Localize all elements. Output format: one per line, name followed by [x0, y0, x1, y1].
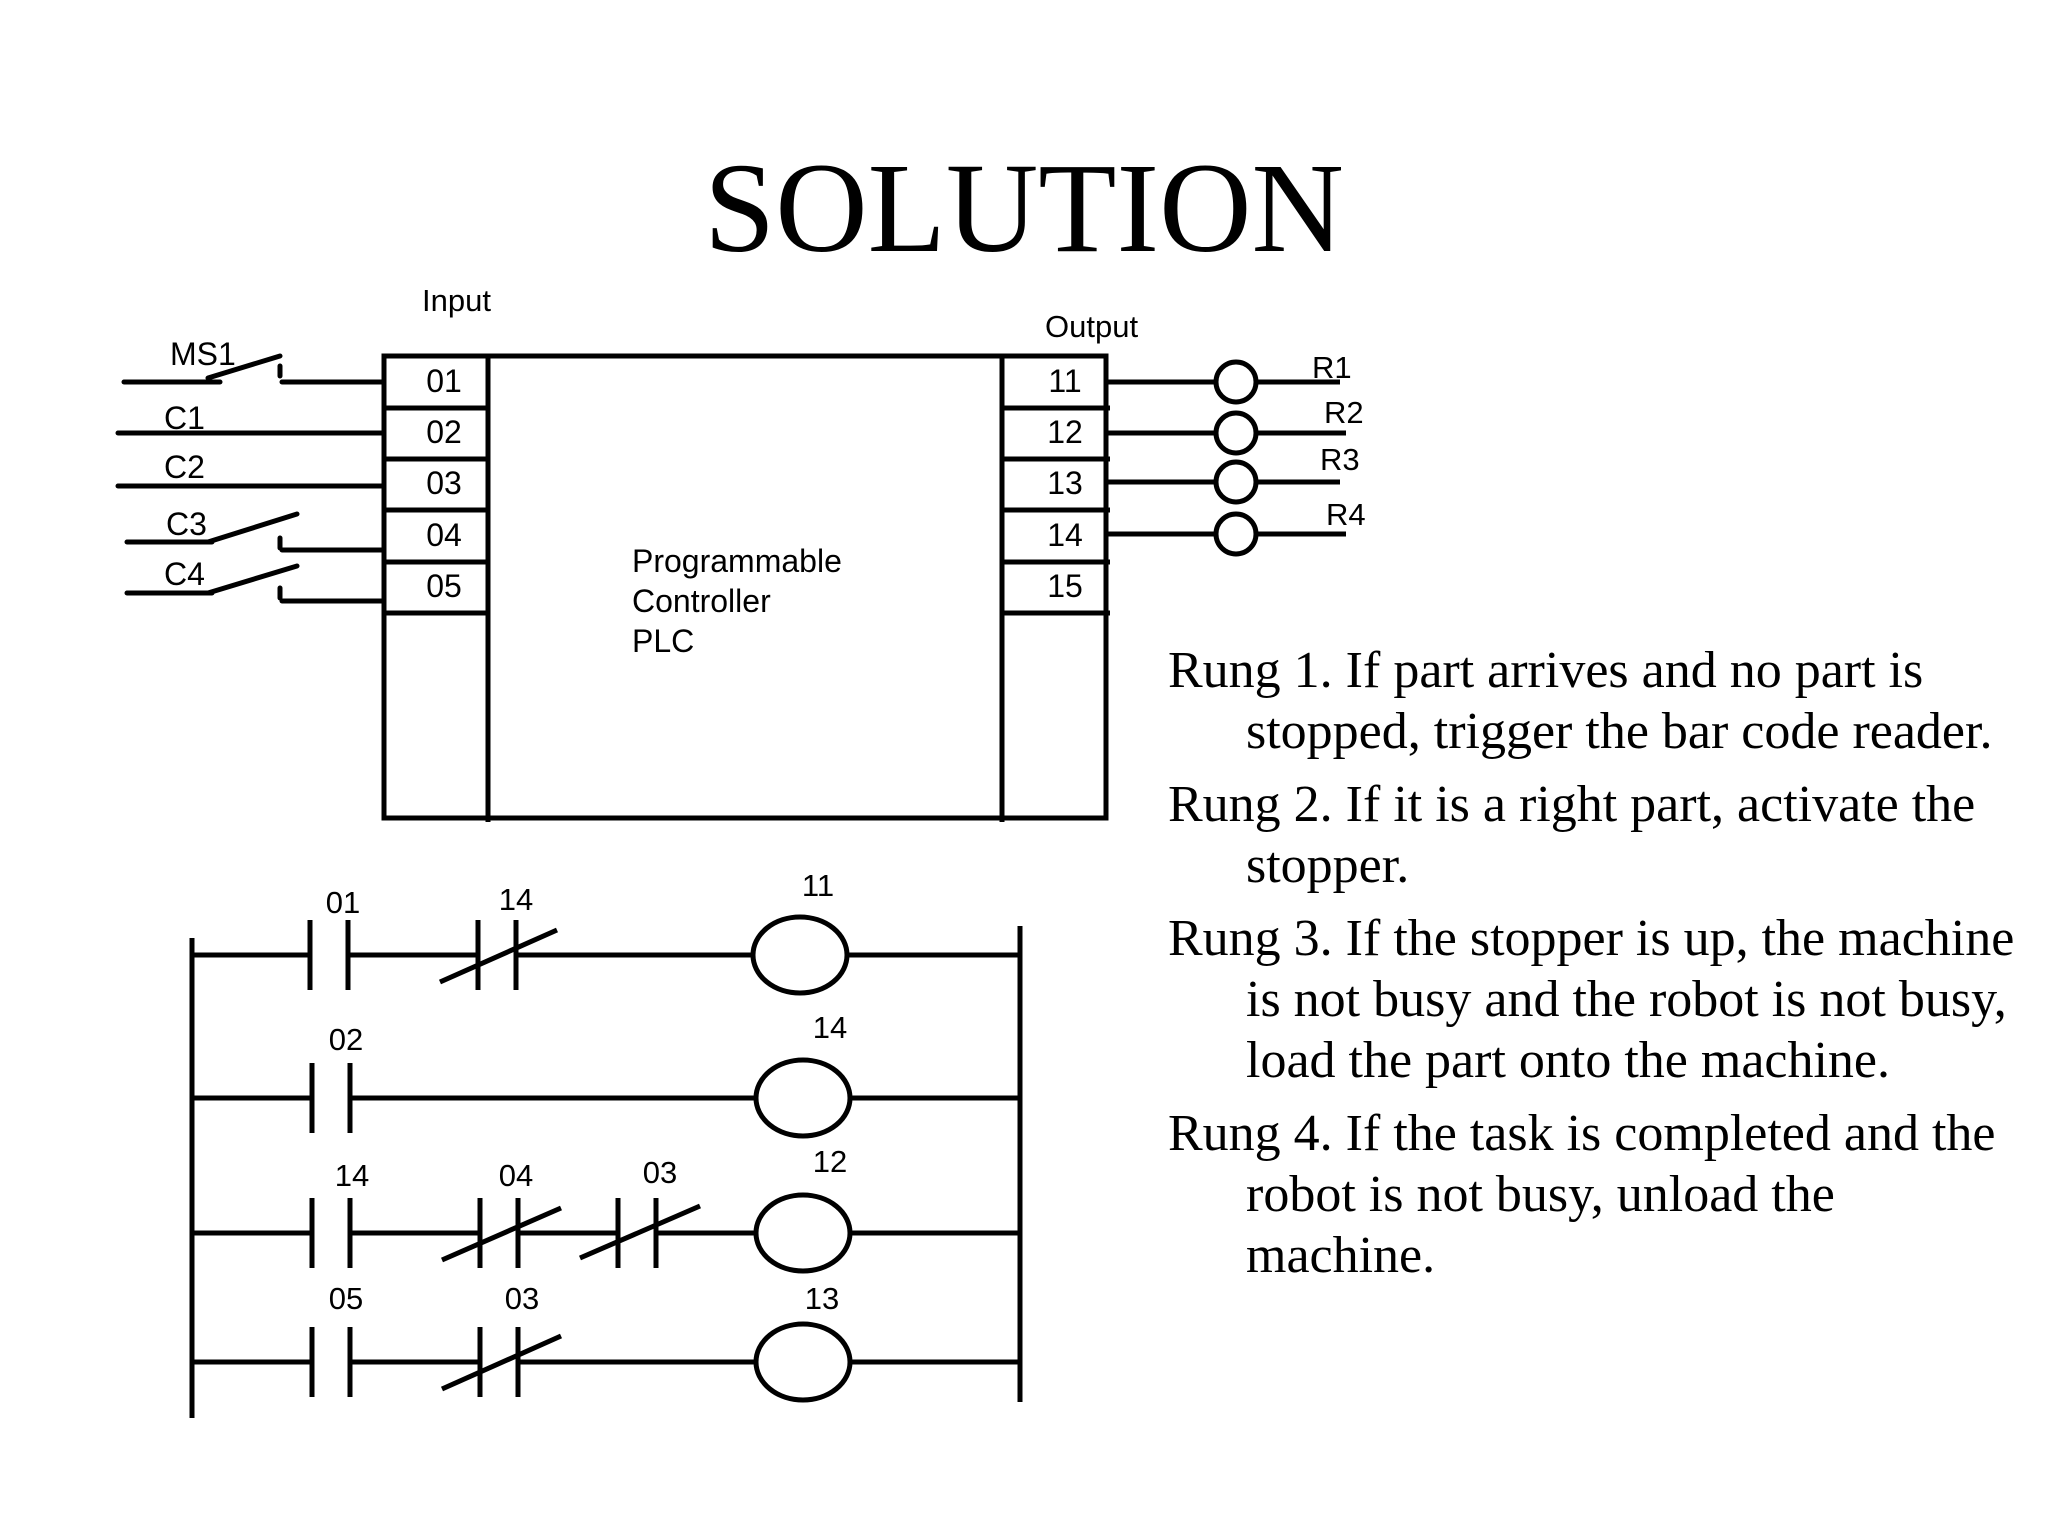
- ladder-diagram: [189, 914, 1023, 1418]
- contact-address: 14: [335, 1158, 369, 1193]
- input-terminals: 01 02 03 04 05: [426, 363, 462, 604]
- output-coil: [753, 1192, 853, 1274]
- c3-switch-symbol: [124, 511, 387, 553]
- plc-label-line: PLC: [632, 623, 694, 659]
- output-terminal-number: 15: [1047, 568, 1083, 604]
- ladder-labels: 01 14 11 02 14 14 04 03 12 05 03 13: [326, 868, 847, 1316]
- c4-switch-symbol: [124, 563, 387, 604]
- coil-address: 13: [805, 1281, 839, 1316]
- r2-relay-coil: [1213, 410, 1259, 456]
- r1-relay-coil: [1213, 359, 1259, 405]
- nc-contact-slash: [438, 927, 559, 985]
- rung-description: Rung 4. If the task is completed and the…: [1168, 1105, 1996, 1284]
- input-device-label: C3: [166, 506, 207, 542]
- output-device-label: R1: [1312, 350, 1352, 385]
- nc-contact-slash: [579, 1203, 701, 1261]
- plc-label-line: Controller: [632, 583, 771, 619]
- output-coil: [750, 914, 850, 996]
- ladder-rung-4: [192, 1321, 1020, 1403]
- contact-address: 01: [326, 885, 360, 920]
- output-device-label: R3: [1320, 442, 1360, 477]
- output-column-header: Output: [1045, 309, 1138, 344]
- r4-relay-coil: [1213, 511, 1259, 557]
- contact-address: 05: [329, 1281, 363, 1316]
- input-device-labels: MS1 C1 C2 C3 C4: [164, 336, 236, 592]
- coil-address: 12: [813, 1144, 847, 1179]
- output-terminal-number: 12: [1047, 414, 1083, 450]
- output-terminals: 11 12 13 14 15: [1047, 363, 1083, 604]
- nc-contact-slash: [440, 1205, 563, 1263]
- input-terminal-number: 05: [426, 568, 462, 604]
- input-wiring: [115, 353, 387, 604]
- contact-address: 02: [329, 1022, 363, 1057]
- input-device-label: MS1: [170, 336, 236, 372]
- output-coil: [753, 1321, 853, 1403]
- output-terminal-number: 14: [1047, 517, 1083, 553]
- contact-address: 03: [643, 1155, 677, 1190]
- slide-title: SOLUTION: [704, 137, 1344, 279]
- plc-block: [381, 353, 1110, 822]
- input-terminal-number: 04: [426, 517, 462, 553]
- ladder-rung-1: [192, 914, 1020, 996]
- output-device-label: R4: [1326, 497, 1366, 532]
- output-terminal-number: 13: [1047, 465, 1083, 501]
- rung-description: Rung 1. If part arrives and no part is s…: [1168, 642, 1993, 760]
- coil-address: 14: [813, 1010, 847, 1045]
- contact-address: 04: [499, 1158, 533, 1193]
- output-terminal-number: 11: [1048, 363, 1081, 399]
- input-terminal-number: 03: [426, 465, 462, 501]
- ladder-rung-3: [192, 1192, 1020, 1274]
- contact-address: 14: [499, 882, 533, 917]
- output-device-labels: R1 R2 R3 R4: [1312, 350, 1366, 532]
- plc-label-line: Programmable: [632, 543, 842, 579]
- rung-description: Rung 2. If it is a right part, activate …: [1168, 776, 1976, 894]
- coil-address: 11: [802, 868, 834, 903]
- input-terminal-number: 02: [426, 414, 462, 450]
- input-device-label: C4: [164, 556, 205, 592]
- input-terminal-number: 01: [426, 363, 462, 399]
- rung-description: Rung 3. If the stopper is up, the machin…: [1168, 910, 2015, 1089]
- input-column-header: Input: [422, 283, 491, 318]
- input-device-label: C1: [164, 400, 205, 436]
- ladder-rung-2: [192, 1057, 1020, 1139]
- output-coil: [753, 1057, 853, 1139]
- input-device-label: C2: [164, 449, 205, 485]
- output-device-label: R2: [1324, 395, 1364, 430]
- plc-center-label: Programmable Controller PLC: [632, 543, 842, 659]
- ms1-switch-symbol: [121, 353, 387, 385]
- plc-outline: [381, 353, 1109, 821]
- nc-contact-slash: [440, 1333, 563, 1392]
- output-wiring: [1106, 359, 1346, 557]
- r3-relay-coil: [1213, 459, 1259, 505]
- rung-description-list: Rung 1. If part arrives and no part is s…: [1168, 640, 2028, 1298]
- contact-address: 03: [505, 1281, 539, 1316]
